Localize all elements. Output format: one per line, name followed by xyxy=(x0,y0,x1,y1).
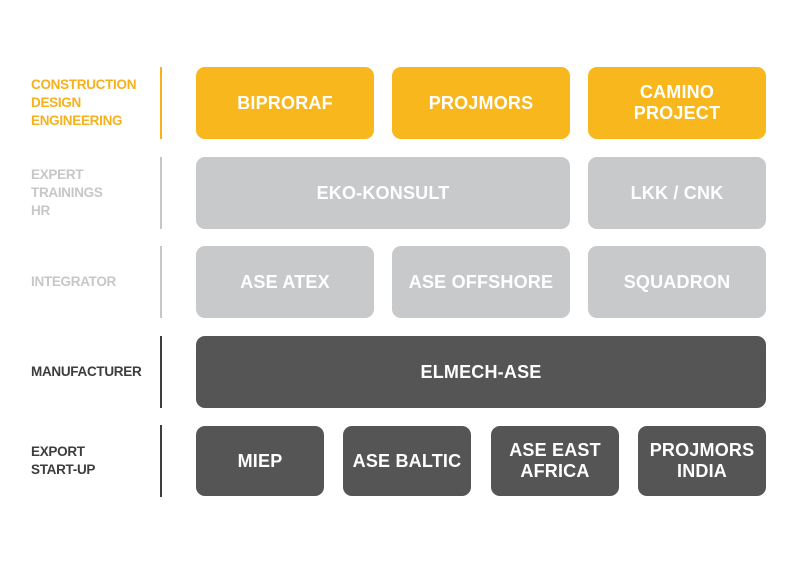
box-label: ELMECH-ASE xyxy=(420,361,542,382)
box-label: ASE EAST xyxy=(509,440,601,460)
box-label: SQUADRON xyxy=(623,271,731,292)
box-label: MIEP xyxy=(237,450,283,471)
box-label: INDIA xyxy=(677,461,727,481)
row-divider xyxy=(160,425,162,497)
box-label: LKK / CNK xyxy=(630,182,724,203)
row-label-manufacturer: MANUFACTURER xyxy=(31,336,156,408)
box-label: PROJMORS xyxy=(649,440,755,460)
row-label-line: EXPERT xyxy=(31,167,84,182)
box-ase-atex[interactable]: ASE ATEX xyxy=(196,246,374,318)
row-label-line: CONSTRUCTION xyxy=(31,77,137,92)
row-label-integrator: INTEGRATOR xyxy=(31,246,156,318)
row-label-line: DESIGN xyxy=(31,95,81,110)
box-eko-konsult[interactable]: EKO-KONSULT xyxy=(196,157,570,229)
box-label: ASE ATEX xyxy=(240,271,330,292)
box-label: CAMINO xyxy=(639,82,715,102)
box-projmors-india[interactable]: PROJMORS INDIA xyxy=(638,426,766,496)
box-elmech-ase[interactable]: ELMECH-ASE xyxy=(196,336,766,408)
box-camino-project[interactable]: CAMINO PROJECT xyxy=(588,67,766,139)
box-label: ASE OFFSHORE xyxy=(408,271,554,292)
box-label: PROJMORS xyxy=(428,92,534,113)
row-divider xyxy=(160,336,162,408)
box-label: EKO-KONSULT xyxy=(316,182,450,203)
row-divider xyxy=(160,157,162,229)
row-label-line: MANUFACTURER xyxy=(31,364,142,379)
row-label-line: HR xyxy=(31,203,50,218)
row-label-line: INTEGRATOR xyxy=(31,274,117,289)
box-lkk-cnk[interactable]: LKK / CNK xyxy=(588,157,766,229)
box-label: PROJECT xyxy=(633,103,721,123)
box-ase-offshore[interactable]: ASE OFFSHORE xyxy=(392,246,570,318)
box-label: AFRICA xyxy=(520,461,590,481)
row-label-line: EXPORT xyxy=(31,444,85,459)
box-label: ASE BALTIC xyxy=(352,450,462,471)
box-ase-east-africa[interactable]: ASE EAST AFRICA xyxy=(491,426,619,496)
box-ase-baltic[interactable]: ASE BALTIC xyxy=(343,426,471,496)
row-label-construction-design-engineering: CONSTRUCTION DESIGN ENGINEERING xyxy=(31,67,156,139)
row-label-export-start-up: EXPORT START-UP xyxy=(31,425,156,497)
box-projmors[interactable]: PROJMORS xyxy=(392,67,570,139)
row-divider xyxy=(160,246,162,318)
row-label-expert-trainings-hr: EXPERT TRAININGS HR xyxy=(31,157,156,229)
row-divider xyxy=(160,67,162,139)
row-label-line: START-UP xyxy=(31,462,96,477)
row-label-line: TRAININGS xyxy=(31,185,103,200)
box-biproraf[interactable]: BIPRORAF xyxy=(196,67,374,139)
box-miep[interactable]: MIEP xyxy=(196,426,324,496)
box-squadron[interactable]: SQUADRON xyxy=(588,246,766,318)
row-label-line: ENGINEERING xyxy=(31,113,123,128)
box-label: BIPRORAF xyxy=(237,92,333,113)
